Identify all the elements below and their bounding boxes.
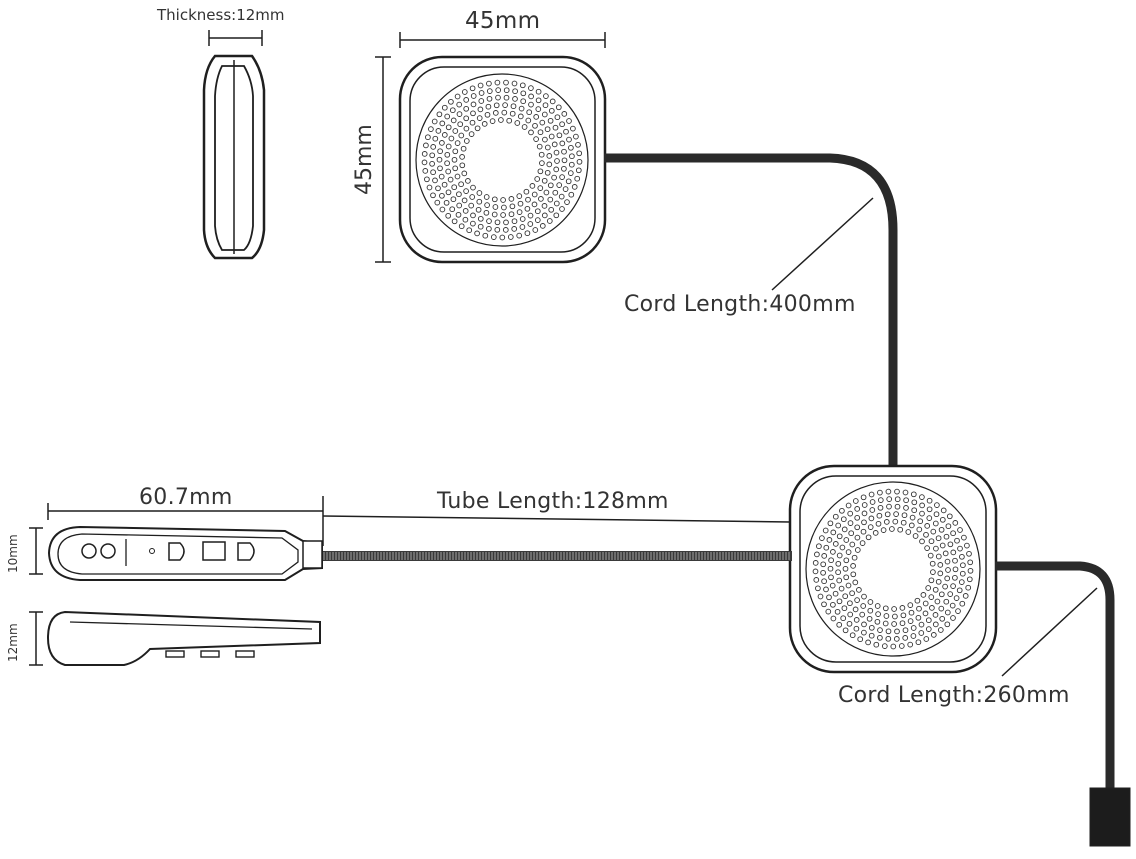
tube-length-label: Tube Length:128mm [437,489,669,514]
speaker-height-label: 45mm [352,124,377,195]
cord-connector [1089,787,1131,847]
cord-bottom-length-label: Cord Length:260mm [838,683,1070,708]
thickness-label: Thickness:12mm [157,6,285,24]
controller-side-view [46,610,321,666]
speaker-bottom [788,464,998,674]
controller-side-height-label: 12mm [6,623,20,662]
speaker-top [398,55,607,264]
controller-length-dimension-line [47,496,324,546]
tube-length-dimension-line [322,512,791,532]
speaker-side-view [202,54,266,260]
speaker-grille-top [421,79,583,241]
controller-length-label: 60.7mm [139,485,233,510]
cord-top [604,153,898,468]
cord-bottom [995,561,1115,790]
cord-top-length-label: Cord Length:400mm [624,292,856,317]
controller-height-dimension-line [29,527,43,575]
cord-top-leader [771,197,874,291]
cord-bottom-leader [1001,587,1098,677]
speaker-grille-bottom [812,488,974,650]
mic-tube [322,551,792,561]
controller-side-height-dimension-line [29,611,43,666]
speaker-width-label: 45mm [465,8,541,34]
speaker-height-dimension-line [375,56,391,263]
controller-height-label: 10mm [6,534,20,573]
speaker-width-dimension-line [399,32,606,48]
thickness-dimension-line [208,30,263,46]
controller-top-view [47,525,323,581]
